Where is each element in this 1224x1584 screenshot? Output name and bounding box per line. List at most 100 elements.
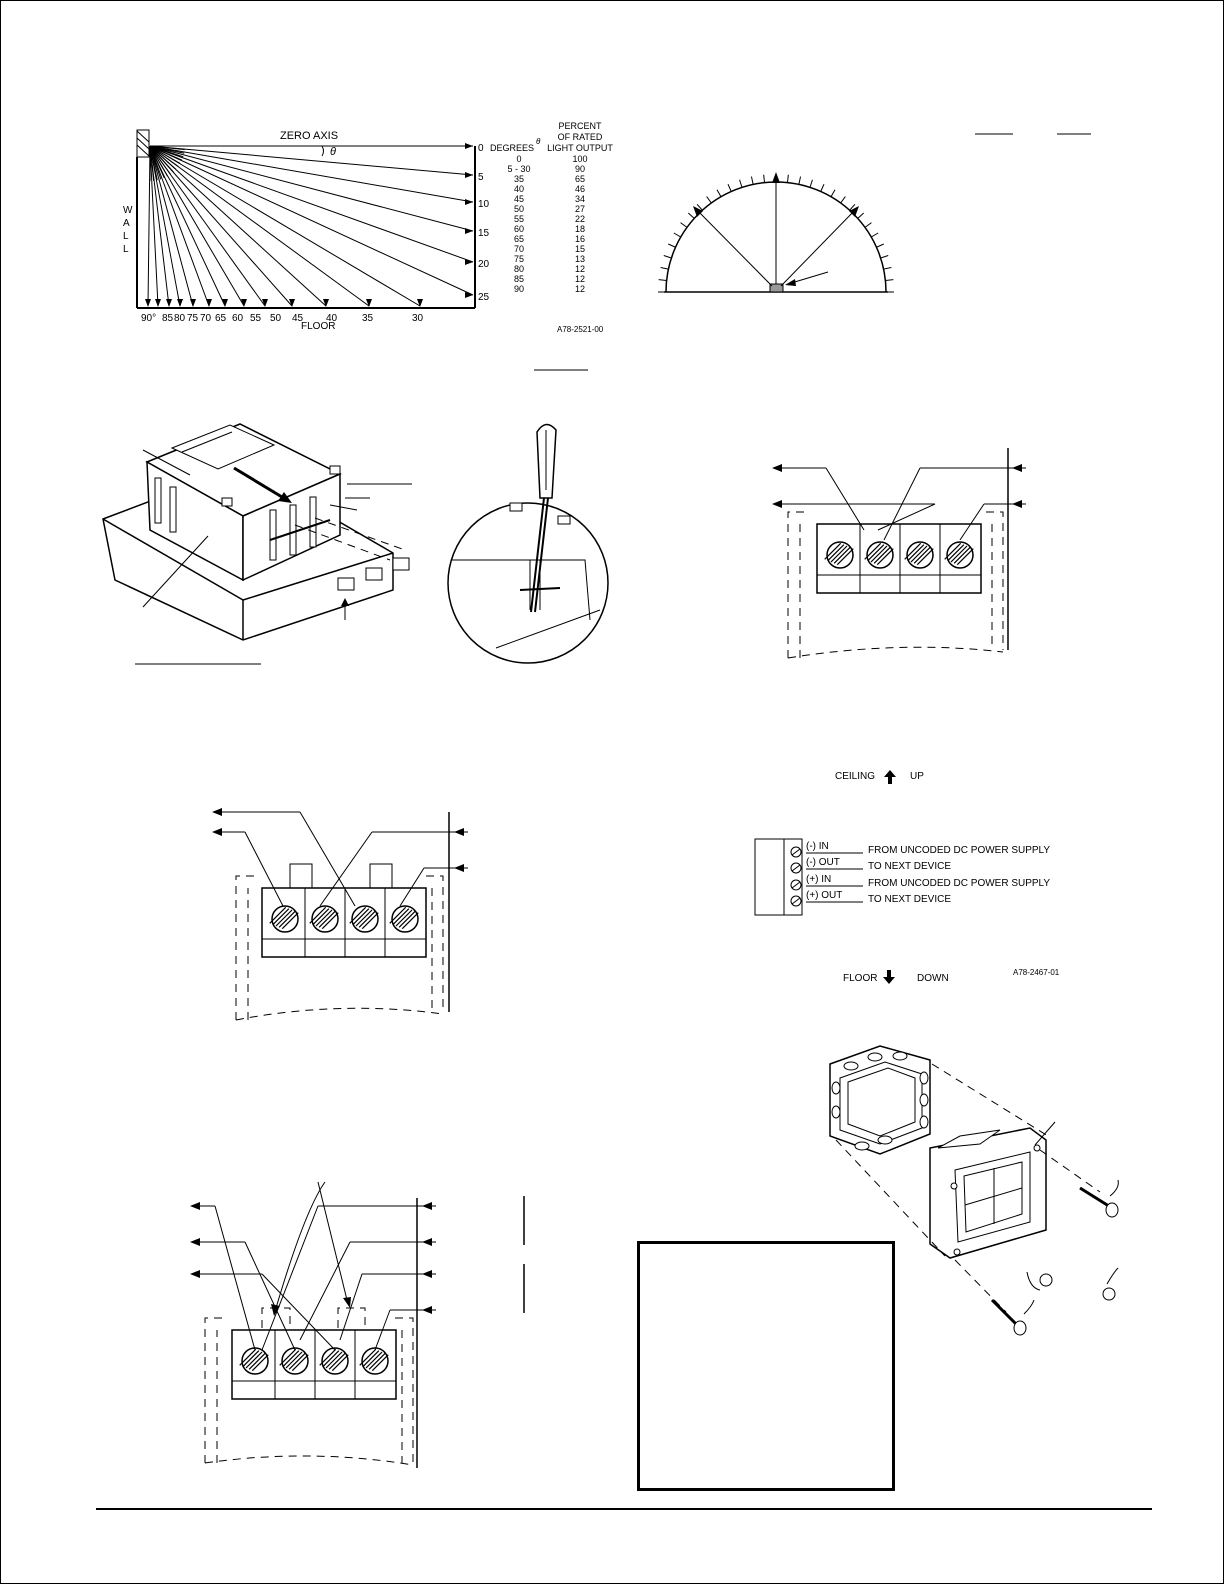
table-percent-cell: 15 <box>575 244 585 254</box>
table-degree-cell: 65 <box>514 234 524 244</box>
wall-ray <box>149 145 474 263</box>
floor-tick-label: 45 <box>292 313 304 324</box>
protractor-tick <box>880 255 889 259</box>
terminal-block-b <box>212 808 468 1021</box>
terminal-screw <box>351 905 379 933</box>
terminal-screw <box>311 905 339 933</box>
floor-tick-label: 75 <box>187 313 199 324</box>
ceiling-label: CEILING <box>835 771 875 782</box>
floor-label: FLOOR <box>301 321 335 332</box>
detail-circle <box>447 502 609 664</box>
wall-ray <box>149 145 474 176</box>
footer-rule <box>96 1508 1152 1510</box>
table-degree-cell: 70 <box>514 244 524 254</box>
zero-axis-label: ZERO AXIS <box>280 130 338 142</box>
wall-ray <box>149 145 474 203</box>
arrow-left <box>694 207 773 287</box>
protractor-tick <box>871 232 879 238</box>
protractor-tick <box>663 255 672 259</box>
terminal-label: (-) OUT <box>806 857 840 868</box>
right-tick-label: 20 <box>478 259 490 270</box>
protractor-tick <box>687 212 695 219</box>
terminal-screw <box>391 905 419 933</box>
light-rays <box>145 143 474 307</box>
floor-tick-label: 50 <box>270 313 282 324</box>
floor-ray <box>149 145 159 307</box>
theta-arc <box>321 145 324 157</box>
table-degree-cell: 60 <box>514 224 524 234</box>
right-tick-label: 5 <box>478 172 484 183</box>
terminal-screw <box>866 541 894 569</box>
floor-ray <box>149 145 293 307</box>
mounting-plate-figure <box>102 423 412 665</box>
table-percent-cell: 27 <box>575 204 585 214</box>
protractor-tick <box>885 279 894 281</box>
table-degree-cell: 40 <box>514 184 524 194</box>
percent-header-1: PERCENT <box>558 121 602 131</box>
theta-label: θ <box>330 146 336 158</box>
protractor-ticks <box>658 174 894 293</box>
floor-tick-label: 55 <box>250 313 262 324</box>
terminal-screw <box>946 541 974 569</box>
figure-code-1: A78-2521-00 <box>557 325 604 334</box>
floor-tick-label: 30 <box>412 313 424 324</box>
screwdriver-detail-figure <box>447 423 609 664</box>
percent-header-3: LIGHT OUTPUT <box>547 143 613 153</box>
terminal-screw <box>321 1347 349 1375</box>
table-percent-cell: 12 <box>575 274 585 284</box>
protractor-tick <box>787 174 789 183</box>
protractor-tick <box>883 266 892 270</box>
floor-ray <box>149 145 226 307</box>
wall-letter: L <box>123 244 129 255</box>
protractor-tick <box>857 212 865 219</box>
table-degree-cell: 0 <box>516 154 521 164</box>
floor-ray <box>149 145 327 307</box>
wall-letter: L <box>123 231 129 242</box>
table-percent-cell: 46 <box>575 184 585 194</box>
table-degree-cell: 45 <box>514 194 524 204</box>
down-label: DOWN <box>917 973 949 984</box>
right-tick-label: 25 <box>478 292 490 303</box>
protractor-tick <box>876 243 885 248</box>
screwdriver-shaft <box>530 497 545 613</box>
up-label: UP <box>910 771 924 782</box>
terminal-screw <box>826 541 854 569</box>
floor-tick-label: 60 <box>232 313 244 324</box>
table-percent-cell: 12 <box>575 264 585 274</box>
wall-ray <box>149 145 474 232</box>
arrow-right <box>780 207 858 287</box>
terminal-block-c <box>190 1181 525 1468</box>
floor-tick-label: 70 <box>200 313 212 324</box>
down-arrow-icon <box>883 970 895 984</box>
protractor-tick <box>798 176 802 185</box>
protractor-tick <box>809 179 813 188</box>
protractor-tick <box>658 279 667 281</box>
terminal-screw <box>271 905 299 933</box>
terminal-label: (+) OUT <box>806 890 842 901</box>
terminal-description: TO NEXT DEVICE <box>868 894 951 905</box>
table-percent-cell: 100 <box>572 154 587 164</box>
terminal-label: (+) IN <box>806 874 831 885</box>
wall-ray <box>149 145 474 296</box>
wall-letter: W <box>123 205 133 216</box>
strobe-lens <box>769 283 784 293</box>
protractor-tick <box>849 203 856 211</box>
table-degree-cell: 35 <box>514 174 524 184</box>
wiring-diagram-figure: CEILING UP (-) IN FROM UNCODED DC POWER S… <box>754 770 1060 984</box>
right-tick-label: 10 <box>478 199 490 210</box>
table-degree-cell: 55 <box>514 214 524 224</box>
floor-tick-label: 90° <box>141 313 156 324</box>
wall-letter: A <box>123 218 130 229</box>
table-percent-cell: 18 <box>575 224 585 234</box>
terminal-screw <box>906 541 934 569</box>
terminal-label: (-) IN <box>806 841 829 852</box>
slide-arrow <box>233 466 288 502</box>
table-degree-cell: 75 <box>514 254 524 264</box>
terminal-description: FROM UNCODED DC POWER SUPPLY <box>868 845 1050 856</box>
terminal-screw <box>281 1347 309 1375</box>
protractor-tick <box>673 232 681 238</box>
table-percent-cell: 90 <box>575 164 585 174</box>
